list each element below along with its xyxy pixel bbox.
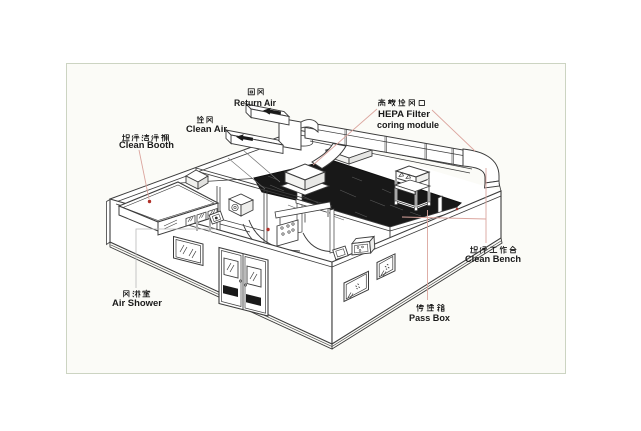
svg-text:Air Shower: Air Shower [112,298,163,308]
svg-text:Clean Booth: Clean Booth [119,140,174,150]
svg-text:HEPA Filter: HEPA Filter [378,109,431,119]
svg-text:Clean Air: Clean Air [186,124,228,134]
svg-text:Clean Bench: Clean Bench [465,254,521,264]
svg-text:coring module: coring module [377,120,439,130]
svg-text:Pass Box: Pass Box [409,313,450,323]
svg-text:Return Air: Return Air [234,98,276,108]
